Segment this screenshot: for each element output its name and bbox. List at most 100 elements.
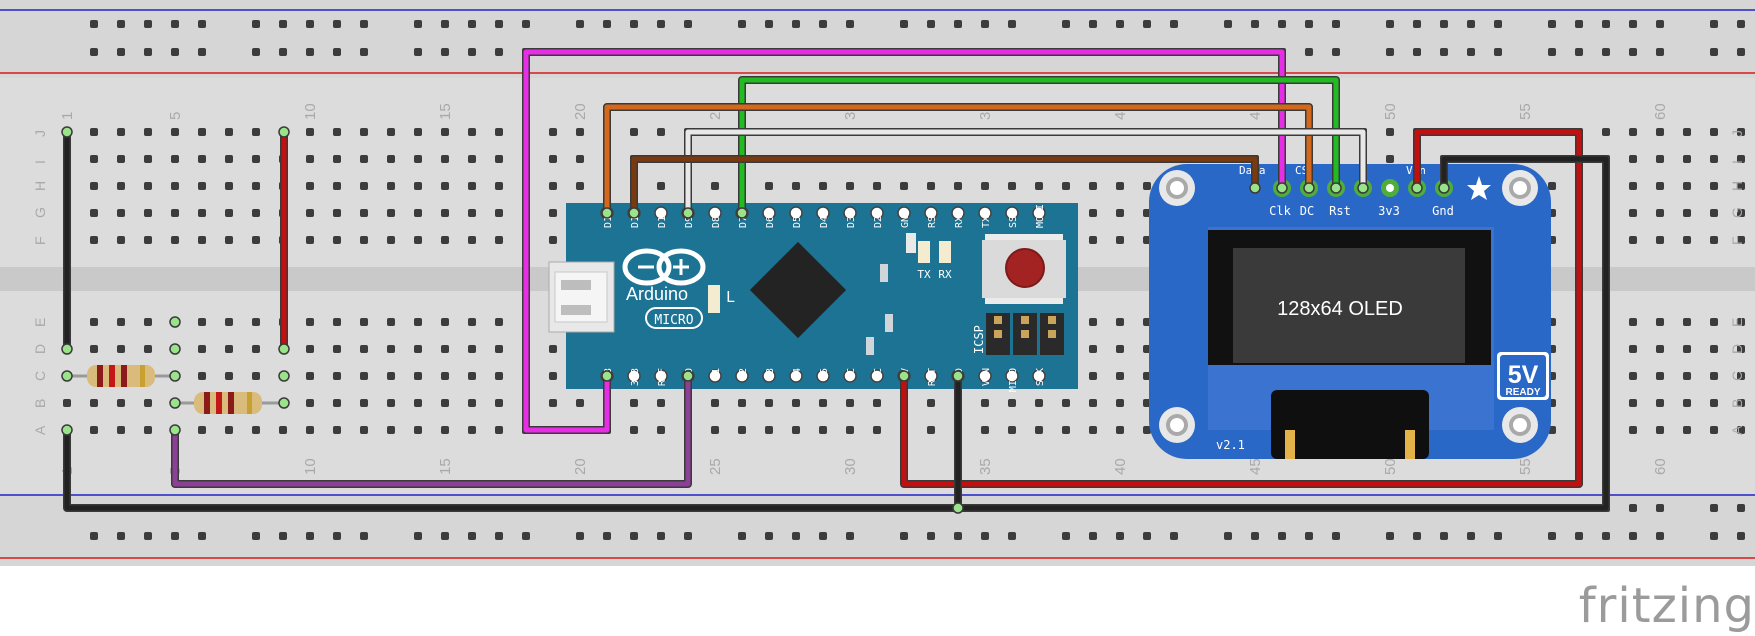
breadboard-hole <box>306 155 314 163</box>
rail-hole <box>1089 532 1097 540</box>
arduino-pin-label: NC <box>846 368 857 380</box>
rail-hole <box>1710 48 1718 56</box>
breadboard-hole <box>1710 128 1718 136</box>
breadboard-hole <box>1089 236 1097 244</box>
breadboard-hole <box>117 155 125 163</box>
rail-hole <box>90 48 98 56</box>
breadboard-hole <box>333 182 341 190</box>
rail-hole <box>1467 20 1475 28</box>
mounting-hole-bl <box>1159 407 1195 443</box>
breadboard-hole <box>1629 318 1637 326</box>
rail-hole <box>1548 532 1556 540</box>
breadboard-hole <box>927 426 935 434</box>
breadboard-hole <box>144 128 152 136</box>
rail-hole <box>1629 504 1637 512</box>
arduino-pin <box>654 206 668 220</box>
column-number: 10 <box>302 103 319 120</box>
row-letter: J <box>32 130 48 137</box>
oled-ribbon <box>1271 390 1429 459</box>
breadboard-hole <box>252 426 260 434</box>
rail-hole <box>252 532 260 540</box>
breadboard-hole <box>306 318 314 326</box>
arduino-pin <box>870 369 884 383</box>
led-label-tx: TX <box>917 268 931 281</box>
rail-hole <box>1629 48 1637 56</box>
connection-dot <box>278 397 290 409</box>
icsp-pin-contact <box>1021 316 1029 324</box>
rail-hole <box>1710 532 1718 540</box>
breadboard-hole <box>1116 399 1124 407</box>
white-wire <box>685 129 1366 216</box>
orange-wire <box>604 104 1312 216</box>
breadboard-hole <box>792 426 800 434</box>
breadboard-hole <box>630 399 638 407</box>
rail-hole <box>819 532 827 540</box>
rail-hole <box>279 20 287 28</box>
breadboard-hole <box>1629 399 1637 407</box>
breadboard-hole <box>306 399 314 407</box>
rail-hole <box>792 532 800 540</box>
rail-hole <box>900 532 908 540</box>
purple-wire <box>172 373 691 487</box>
rail-hole <box>1224 532 1232 540</box>
breadboard-hole <box>1089 209 1097 217</box>
arduino-pin <box>924 369 938 383</box>
breadboard-hole <box>1710 236 1718 244</box>
rail-hole <box>522 20 530 28</box>
rail-hole <box>1548 48 1556 56</box>
oled-version: v2.1 <box>1216 438 1245 452</box>
arduino-pin-label: SS <box>1008 216 1019 228</box>
breadboard-hole <box>792 182 800 190</box>
rail-hole <box>792 20 800 28</box>
breadboard-hole <box>117 426 125 434</box>
breadboard-hole <box>873 399 881 407</box>
breadboard-hole <box>1602 128 1610 136</box>
row-letter: C <box>1729 371 1745 381</box>
breadboard-hole <box>117 318 125 326</box>
breadboard-hole <box>387 182 395 190</box>
breadboard-hole <box>495 345 503 353</box>
connection-dot <box>61 370 73 382</box>
column-number: 15 <box>437 458 454 475</box>
breadboard-hole <box>873 426 881 434</box>
column-number: 45 <box>1247 458 1264 475</box>
breadboard-hole <box>90 399 98 407</box>
breadboard-hole <box>360 236 368 244</box>
breadboard-hole <box>1737 236 1745 244</box>
rail-hole <box>495 532 503 540</box>
reset-button[interactable] <box>982 234 1066 304</box>
rail-hole <box>414 20 422 28</box>
rail-hole <box>144 48 152 56</box>
breadboard-hole <box>711 426 719 434</box>
breadboard-hole <box>144 426 152 434</box>
breadboard-hole <box>1656 372 1664 380</box>
breadboard-hole <box>468 209 476 217</box>
breadboard-hole <box>198 236 206 244</box>
breadboard-hole <box>144 318 152 326</box>
row-letter: I <box>32 160 48 164</box>
breadboard-hole <box>1683 155 1691 163</box>
white-wire-end <box>682 207 694 219</box>
breadboard-hole <box>252 318 260 326</box>
breadboard-hole <box>414 399 422 407</box>
breadboard-hole <box>360 155 368 163</box>
breadboard-hole <box>1035 426 1043 434</box>
breadboard-hole <box>1656 236 1664 244</box>
rail-hole <box>981 532 989 540</box>
green-wire-end <box>736 207 748 219</box>
breadboard-hole <box>846 399 854 407</box>
arduino-pin-label: D10 <box>657 210 668 228</box>
rail-hole <box>1386 48 1394 56</box>
breadboard-hole <box>360 182 368 190</box>
breadboard-hole <box>414 155 422 163</box>
rail-hole <box>765 532 773 540</box>
breadboard-hole <box>414 128 422 136</box>
arduino-pin <box>789 369 803 383</box>
purple-wire-end <box>169 424 181 436</box>
rail-hole <box>306 20 314 28</box>
breadboard-hole <box>1656 155 1664 163</box>
breadboard-hole <box>792 399 800 407</box>
purple-wire-end <box>682 370 694 382</box>
rail-hole <box>90 532 98 540</box>
arduino-pin-label: VIN <box>981 368 992 386</box>
